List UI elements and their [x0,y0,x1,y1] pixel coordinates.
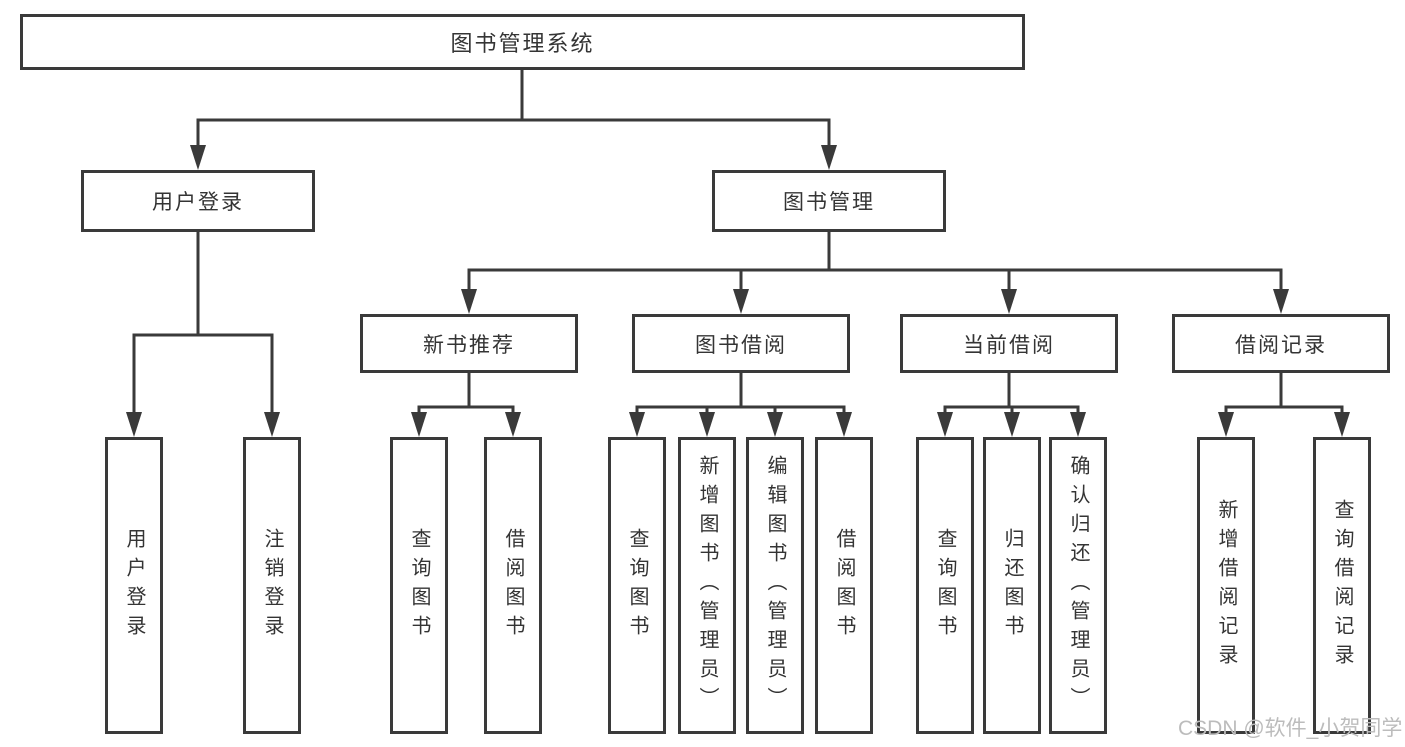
node-leaf-cb-confirm-return-admin: 确认归还（管理员） [1049,437,1107,734]
node-user-login: 用户登录 [81,170,315,232]
arrowhead [461,289,477,314]
node-leaf-bb-edit-books-admin: 编辑图书（管理员） [746,437,804,734]
node-leaf-br-add-record: 新增借阅记录 [1197,437,1255,734]
node-leaf-cb-query-books: 查询图书 [916,437,974,734]
arrowhead [264,412,280,437]
node-label: 注销登录 [261,527,283,644]
connector-root [196,70,831,150]
arrowhead [1218,412,1234,437]
arrowhead [190,145,206,170]
arrowhead [767,412,783,437]
node-label: 查询图书 [408,527,430,644]
csdn-watermark: CSDN @软件_小贺同学 [1178,717,1403,740]
node-current-borrowing: 当前借阅 [900,314,1118,373]
node-leaf-bb-add-books-admin: 新增图书（管理员） [678,437,736,734]
arrowhead [629,412,645,437]
node-leaf-logout: 注销登录 [243,437,301,734]
arrowhead [1334,412,1350,437]
arrowhead [699,412,715,437]
connector-new-books [417,373,515,414]
node-leaf-cb-return-books: 归还图书 [983,437,1041,734]
arrowhead [821,145,837,170]
node-book-management: 图书管理 [712,170,946,232]
node-label: 编辑图书（管理员） [764,455,786,716]
node-leaf-bb-borrow-books: 借阅图书 [815,437,873,734]
arrowhead [1273,289,1289,314]
node-borrow-records: 借阅记录 [1172,314,1390,373]
node-leaf-nb-query-books: 查询图书 [390,437,448,734]
arrowhead [505,412,521,437]
node-label: 用户登录 [123,527,145,644]
node-new-book-recommend: 新书推荐 [360,314,578,373]
node-label: 新增借阅记录 [1215,498,1237,673]
arrowhead [1004,412,1020,437]
connector-book-borrow [635,373,846,414]
node-leaf-bb-query-books: 查询图书 [608,437,666,734]
node-leaf-br-query-record: 查询借阅记录 [1313,437,1371,734]
connector-borrow-records [1224,373,1344,414]
node-label: 借阅图书 [502,527,524,644]
node-label: 借阅图书 [833,527,855,644]
arrowhead [1001,289,1017,314]
node-leaf-nb-borrow-books: 借阅图书 [484,437,542,734]
arrowhead [733,289,749,314]
node-label: 查询图书 [934,527,956,644]
arrowhead [937,412,953,437]
arrowhead [1070,412,1086,437]
node-label: 归还图书 [1001,527,1023,644]
arrowhead [411,412,427,437]
connector-user-login [132,232,274,414]
node-book-borrowing: 图书借阅 [632,314,850,373]
node-leaf-user-login: 用户登录 [105,437,163,734]
arrowhead [126,412,142,437]
arrowhead [836,412,852,437]
connector-book-mgmt [467,232,1283,292]
connector-current-borrow [943,373,1080,414]
node-library-system: 图书管理系统 [20,14,1025,70]
node-label: 新增图书（管理员） [696,455,718,716]
node-label: 确认归还（管理员） [1067,455,1089,716]
node-label: 查询图书 [626,527,648,644]
node-label: 查询借阅记录 [1331,498,1353,673]
